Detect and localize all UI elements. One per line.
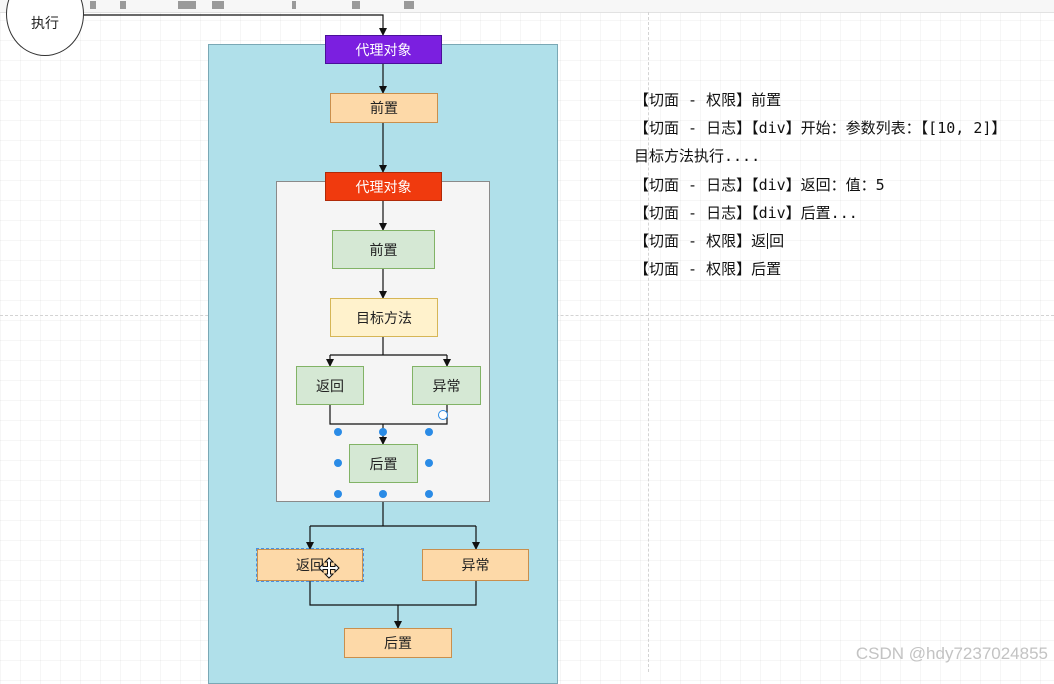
toolbar-button[interactable] xyxy=(120,1,126,9)
selection-handle[interactable] xyxy=(379,490,387,498)
console-line: 目标方法执行.... xyxy=(634,147,761,166)
start-node-label: 执行 xyxy=(31,15,59,31)
target-method-node[interactable]: 目标方法 xyxy=(330,298,438,337)
inner-exception-node[interactable]: 异常 xyxy=(412,366,481,405)
inner-after-node[interactable]: 后置 xyxy=(349,444,418,483)
inner-proxy-title[interactable]: 代理对象 xyxy=(325,172,442,201)
guide-line-vertical xyxy=(648,12,649,672)
toolbar-button[interactable] xyxy=(178,1,196,9)
selection-handle[interactable] xyxy=(334,459,342,467)
edge-return-to-merge xyxy=(329,405,448,425)
connection-point[interactable] xyxy=(438,410,448,420)
console-output: 【切面 - 权限】前置 【切面 - 日志】【div】开始：参数列表：【[10, … xyxy=(634,86,1006,283)
selection-handle[interactable] xyxy=(425,428,433,436)
selection-handle[interactable] xyxy=(425,459,433,467)
toolbar-button[interactable] xyxy=(404,1,414,9)
toolbar-button[interactable] xyxy=(352,1,360,9)
outer-return-node[interactable]: 返回 xyxy=(256,548,364,582)
edge-start-to-outer-proxy xyxy=(60,14,387,36)
console-line: 【切面 - 日志】【div】返回：值：5 xyxy=(634,175,885,194)
console-line: 【切面 - 日志】【div】开始：参数列表：【[10, 2]】 xyxy=(634,119,1007,138)
move-cursor-icon xyxy=(318,557,340,579)
selection-handle[interactable] xyxy=(334,490,342,498)
outer-before-node[interactable]: 前置 xyxy=(330,93,438,123)
outer-exception-node[interactable]: 异常 xyxy=(422,549,529,581)
selection-handle[interactable] xyxy=(379,428,387,436)
inner-return-node[interactable]: 返回 xyxy=(296,366,364,405)
console-line: 【切面 - 权限】后置 xyxy=(634,260,782,279)
outer-after-node[interactable]: 后置 xyxy=(344,628,452,658)
console-line-text: 【切面 - 权限】返 xyxy=(634,231,767,250)
text-caret xyxy=(767,233,769,250)
selection-handle[interactable] xyxy=(425,490,433,498)
watermark: CSDN @hdy7237024855 xyxy=(855,644,1048,663)
edge-outer-merge xyxy=(309,581,477,606)
toolbar-button[interactable] xyxy=(212,1,224,9)
console-line: 【切面 - 日志】【div】后置... xyxy=(634,203,858,222)
console-line-with-caret: 【切面 - 权限】返回 xyxy=(634,227,1006,255)
selection-handle[interactable] xyxy=(334,428,342,436)
toolbar-button[interactable] xyxy=(292,1,296,9)
console-line: 【切面 - 权限】前置 xyxy=(634,91,782,109)
toolbar-button[interactable] xyxy=(90,1,96,9)
console-line-tail: 回 xyxy=(769,231,785,250)
outer-proxy-title[interactable]: 代理对象 xyxy=(325,35,442,64)
inner-before-node[interactable]: 前置 xyxy=(332,230,435,269)
